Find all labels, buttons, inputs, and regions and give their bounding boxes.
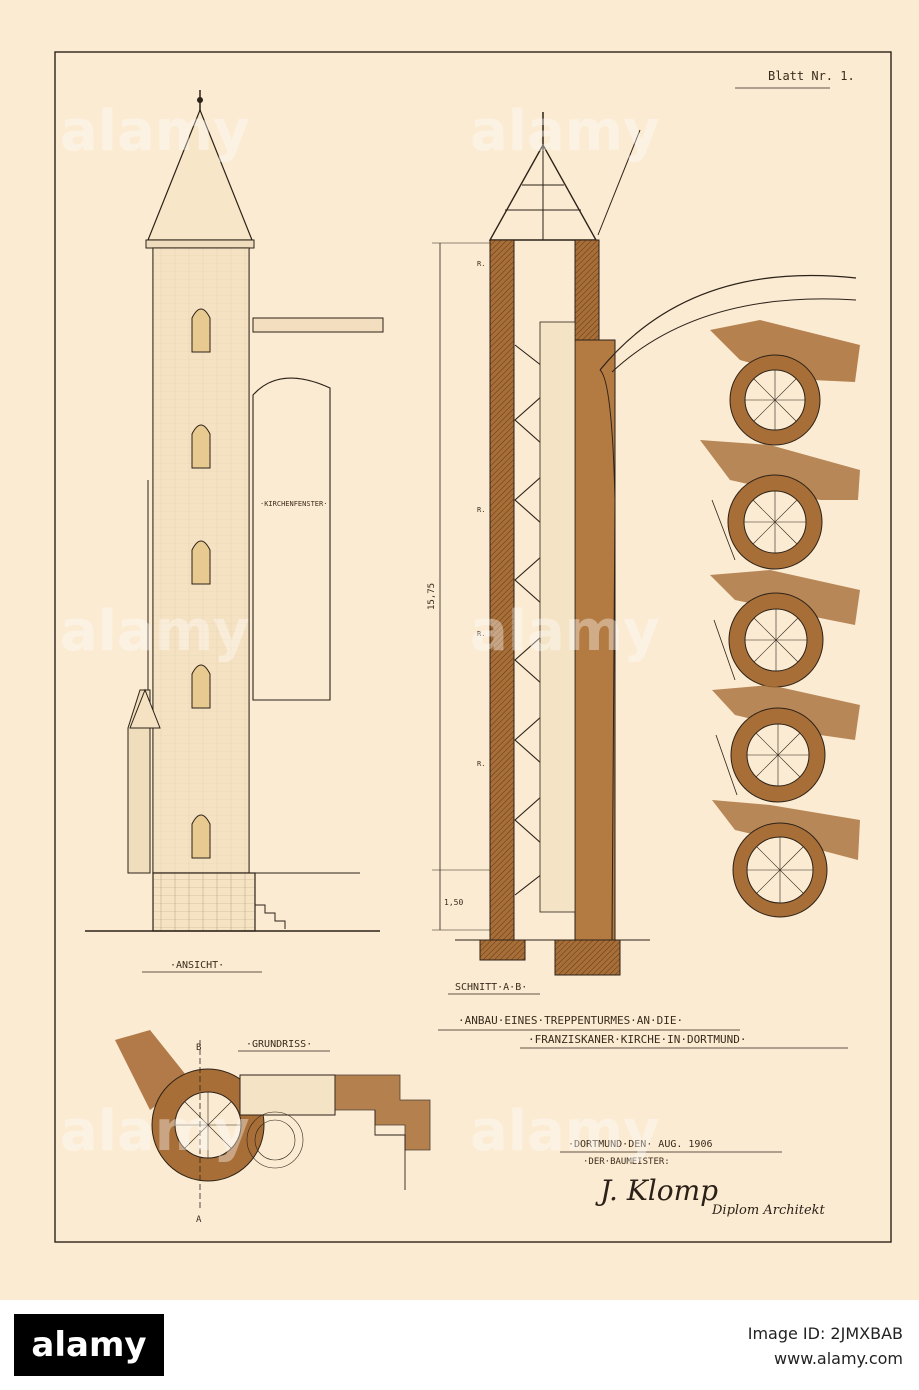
image-id: Image ID: 2JMXBAB (747, 1324, 903, 1343)
architect-caption: ·DER·BAUMEISTER: (583, 1157, 670, 1167)
landing-mark-2: R. (477, 506, 485, 514)
landing-mark-3: R. (477, 630, 485, 638)
plan-1 (710, 320, 860, 446)
section-marker-a: A (196, 1215, 202, 1225)
date-line: ·DORTMUND·DEN· AUG. 1906 (568, 1139, 713, 1150)
plan-2 (700, 440, 860, 570)
section-marker-b: B (196, 1043, 201, 1053)
elevation-label: ·ANSICHT· (170, 960, 224, 971)
plan-3 (710, 570, 860, 688)
title-block: ·ANBAU·EINES·TREPPENTURMES·AN·DIE· ·FRAN… (438, 1014, 848, 1218)
frame-border (54, 51, 892, 1243)
landing-mark-4: R. (477, 760, 485, 768)
church-window-label: ·KIRCHENFENSTER· (260, 500, 327, 508)
section-label: SCHNITT·A·B· (455, 982, 527, 993)
ground-plan-label: ·GRUNDRISS· (246, 1039, 312, 1050)
plan-4 (712, 685, 860, 803)
architectural-drawing: Blatt Nr. 1. ·KIRCHENFENSTER· (54, 51, 892, 1243)
plan-series (700, 320, 860, 918)
section-view: 15,75 1,50 R. R. R. R. SCHNITT·A·B· (427, 112, 650, 995)
drawing-sheet: Blatt Nr. 1. ·KIRCHENFENSTER· (0, 0, 919, 1300)
height-dimension: 15,75 (427, 583, 437, 610)
alamy-logo[interactable]: alamy (14, 1314, 164, 1376)
landing-mark-1: R. (477, 260, 485, 268)
plan-5 (712, 800, 860, 918)
alamy-logo-text: alamy (31, 1325, 147, 1365)
sheet-number: Blatt Nr. 1. (768, 69, 855, 83)
elevation-view: ·KIRCHENFENSTER· ·ANSICHT· (85, 90, 384, 973)
site-url[interactable]: www.alamy.com (774, 1349, 903, 1368)
base-dimension: 1,50 (444, 898, 463, 907)
ground-plan: ·GRUNDRISS· B A (115, 1030, 431, 1225)
stock-footer: alamy Image ID: 2JMXBAB www.alamy.com (0, 1300, 919, 1390)
title-line-2: ·FRANZISKANER·KIRCHE·IN·DORTMUND· (528, 1033, 747, 1046)
signature-title: Diplom Architekt (711, 1203, 826, 1218)
church-arch (599, 274, 857, 371)
title-line-1: ·ANBAU·EINES·TREPPENTURMES·AN·DIE· (458, 1014, 683, 1027)
signature: J. Klomp (595, 1174, 718, 1207)
